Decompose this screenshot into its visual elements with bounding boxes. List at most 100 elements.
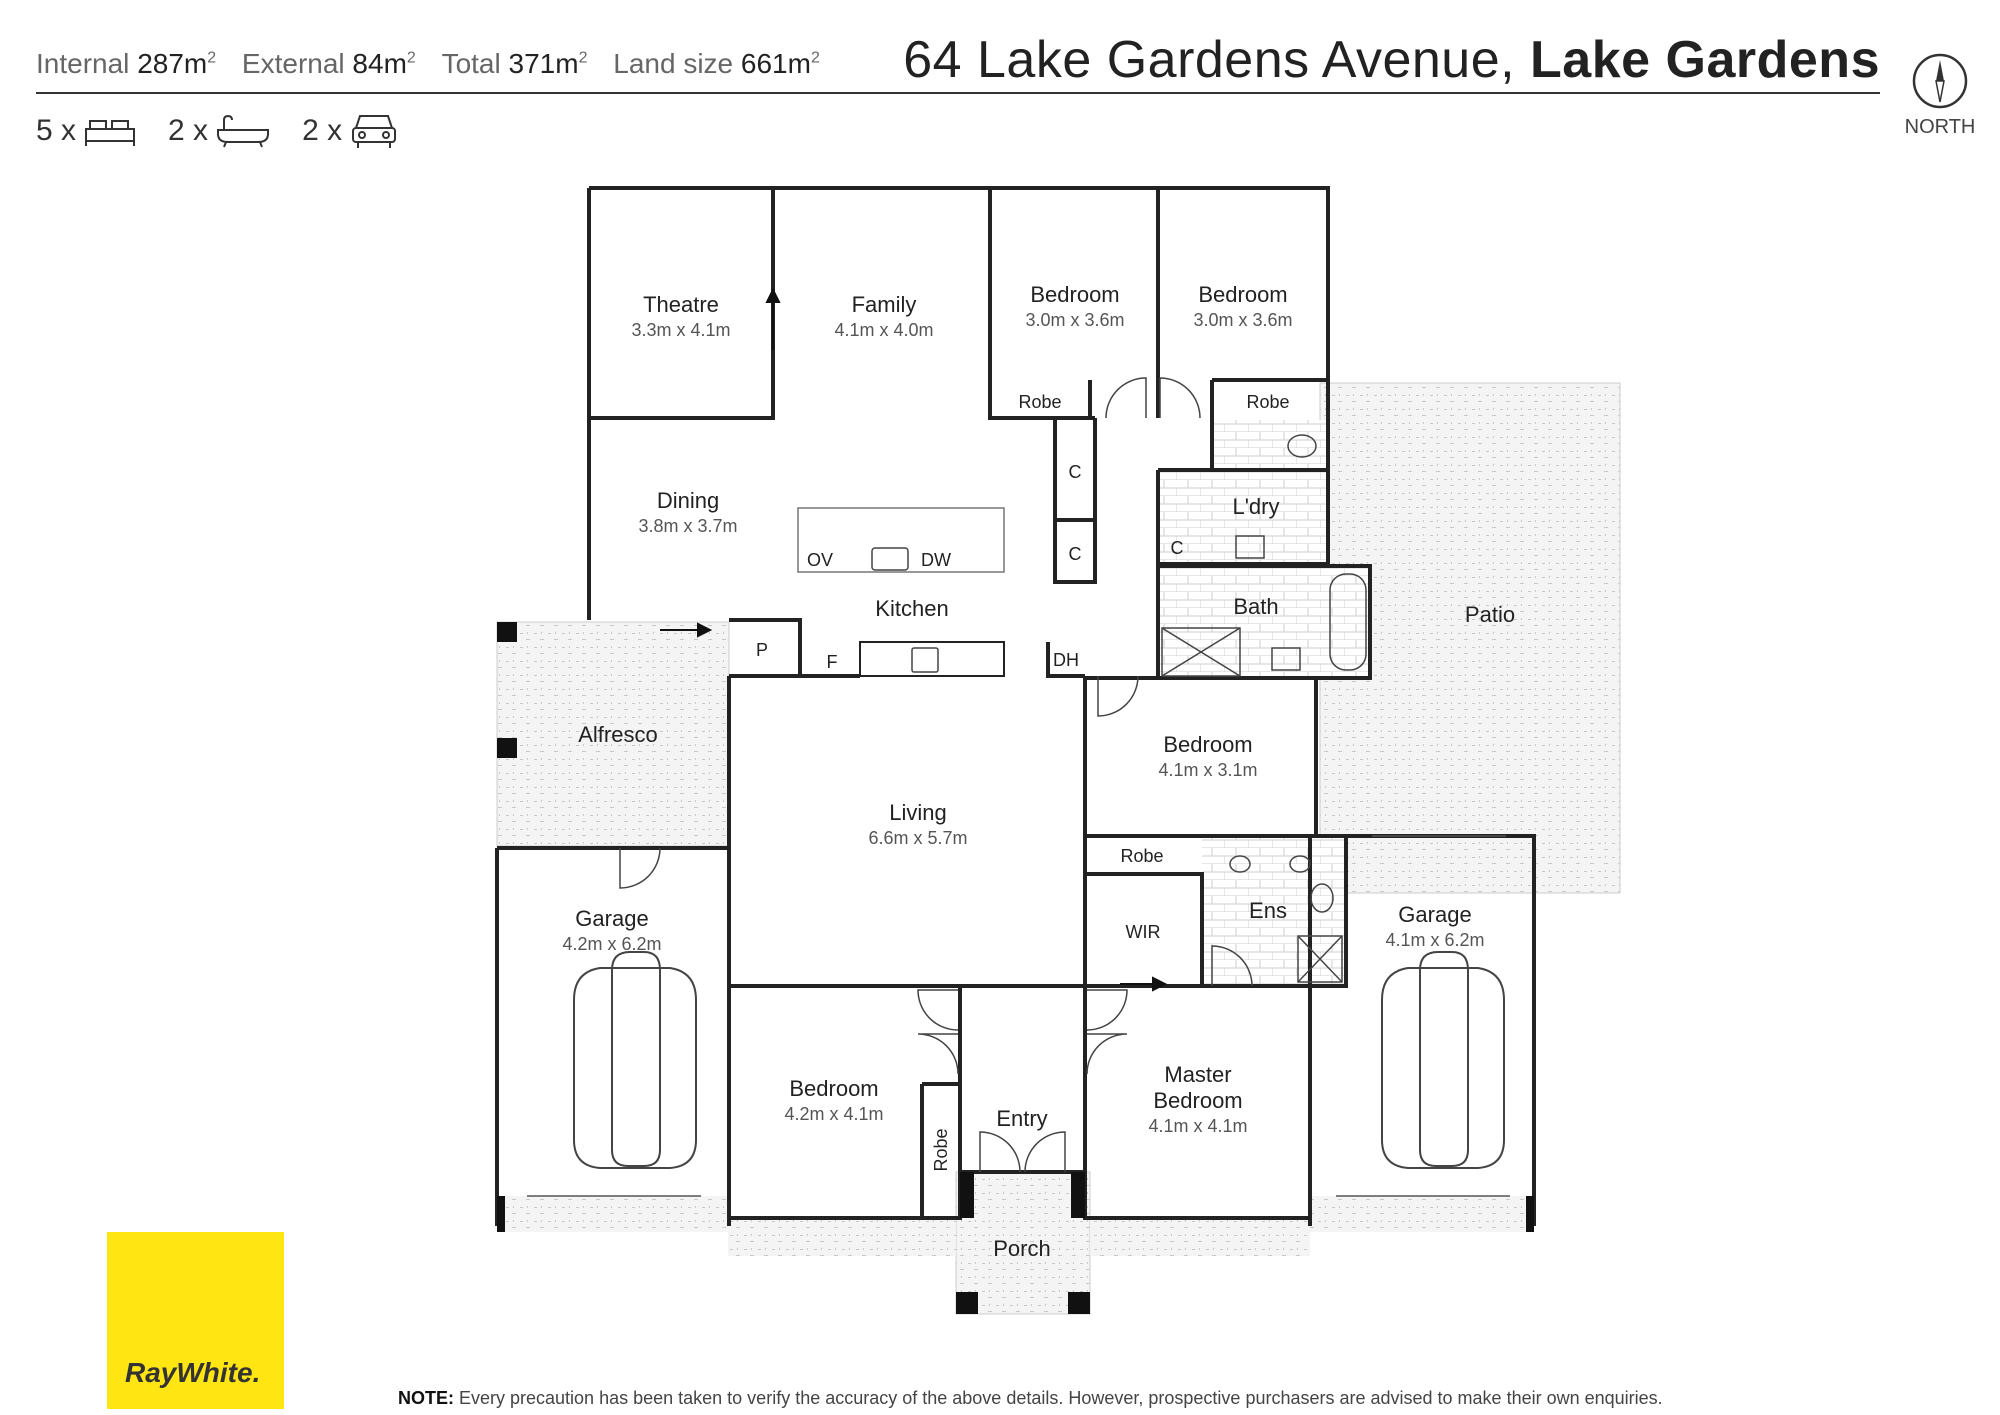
basin-icon: [1271, 647, 1301, 671]
room-dim-master: 4.1m x 4.1m: [1148, 1116, 1247, 1136]
outer-wall-top: [589, 186, 1330, 566]
pillar: [1526, 1196, 1534, 1232]
area-stats: Internal 287m2 External 84m2 Total 371m2…: [36, 48, 820, 79]
room-dim-theatre: 3.3m x 4.1m: [631, 320, 730, 340]
bed3-wall: [1085, 676, 1318, 986]
arrow-icon: [697, 622, 713, 638]
header-divider: [36, 92, 1880, 94]
pillar: [960, 1172, 974, 1218]
car-icon: [1381, 967, 1505, 1169]
bathtub-icon: [1329, 573, 1367, 671]
logo-text: RayWhite.: [125, 1357, 261, 1388]
bed-count: 5 x: [36, 114, 77, 147]
pillar: [1071, 1172, 1085, 1218]
car-icon: [573, 967, 697, 1169]
kitchen-island: [797, 507, 1005, 573]
basin-icon: [1229, 855, 1251, 873]
disclaimer-note: NOTE: Every precaution has been taken to…: [398, 1388, 1663, 1409]
laundry-tub-icon: [1235, 535, 1265, 559]
address-suburb: Lake Gardens: [1530, 31, 1880, 89]
robe-label: Robe: [1120, 846, 1163, 866]
room-name-master-1: Master: [1164, 1062, 1231, 1087]
room-dim-garage1: 4.2m x 6.2m: [562, 934, 661, 954]
north-indicator: NORTH: [1900, 52, 1980, 139]
cooktop-icon: [911, 647, 939, 673]
bed-icon: [85, 120, 136, 146]
door-swing: [1211, 945, 1253, 987]
garage1-apron: [497, 1196, 729, 1232]
basin-icon: [1289, 855, 1311, 873]
kitchen-bench: [859, 641, 1005, 677]
robe-label: Robe: [931, 1128, 951, 1171]
garage2-apron: [1310, 1196, 1534, 1232]
car-icon: [611, 951, 661, 1167]
external-value: 84m: [352, 48, 407, 79]
car-count: 2 x: [302, 114, 343, 147]
shower-icon: [1297, 935, 1343, 983]
pillar: [956, 1292, 978, 1314]
shower-icon: [1161, 627, 1241, 677]
pillar: [1068, 1292, 1090, 1314]
robe-label: Robe: [1018, 392, 1061, 412]
door-swing: [1105, 377, 1147, 419]
bath-icon: [217, 114, 270, 148]
pantry-wall: [729, 618, 802, 678]
door-swing: [917, 989, 959, 1031]
room-dim-bed3: 4.1m x 3.1m: [1158, 760, 1257, 780]
total-value: 371m: [508, 48, 579, 79]
feature-counts: 5 x 2 x 2 x: [36, 112, 418, 150]
pillar: [497, 738, 517, 758]
north-label: NORTH: [1904, 116, 1976, 138]
dh-label: DH: [1053, 650, 1079, 670]
door-swing: [979, 1131, 1021, 1173]
address-title: 64 Lake Gardens Avenue, Lake Gardens: [903, 30, 1880, 90]
dh-box: [1046, 642, 1085, 678]
car-count-group: 2 x: [302, 112, 398, 150]
alfresco-area: [496, 621, 730, 847]
land-label: Land size: [613, 48, 734, 79]
door-swing: [1024, 1131, 1066, 1173]
room-name-entry: Entry: [996, 1106, 1047, 1131]
front-paving-left: [728, 1218, 956, 1256]
ensuite-tiles: [1202, 838, 1346, 984]
bed-count-group: 5 x: [36, 114, 136, 148]
address-street: 64 Lake Gardens Avenue,: [903, 31, 1516, 89]
shower-icon: [1161, 627, 1241, 677]
room-name-living: Living: [889, 800, 946, 825]
cupboard-walls: [1053, 418, 1097, 584]
room-name-bed1: Bedroom: [1030, 282, 1119, 307]
arrow-icon: [1152, 976, 1168, 992]
sink-icon: [871, 547, 909, 571]
internal-label: Internal: [36, 48, 130, 79]
room-name-bed4: Bedroom: [789, 1076, 878, 1101]
room-name-laundry: L'dry: [1233, 494, 1280, 519]
robe2-wall: [1210, 378, 1328, 470]
room-dim-bed1: 3.0m x 3.6m: [1025, 310, 1124, 330]
room-dim-family: 4.1m x 4.0m: [834, 320, 933, 340]
compass-icon: [1912, 53, 1968, 109]
room-name-kitchen: Kitchen: [875, 596, 948, 621]
garage1-wall: [495, 846, 731, 1226]
car-icon: [352, 115, 397, 148]
wir-label: WIR: [1126, 922, 1161, 942]
bed4-wall: [729, 986, 962, 1220]
room-name-patio: Patio: [1465, 602, 1515, 627]
bed1-wall: [988, 188, 1095, 420]
laundry-tiles: [1158, 472, 1328, 564]
external-label: External: [241, 48, 345, 79]
door-swing: [917, 1033, 959, 1075]
land-value: 661m: [740, 48, 811, 79]
theatre-wall: [589, 188, 775, 420]
cupboard-label: C: [1069, 462, 1082, 482]
bath-count: 2 x: [168, 114, 209, 147]
room-name-ensuite: Ens: [1249, 898, 1287, 923]
dishwasher-label: DW: [921, 550, 951, 570]
car-icon: [1419, 951, 1469, 1167]
pillar: [497, 622, 517, 642]
room-dim-living: 6.6m x 5.7m: [868, 828, 967, 848]
note-label: NOTE:: [398, 1388, 454, 1408]
cupboard-label: C: [1069, 544, 1082, 564]
pillar: [497, 1196, 505, 1232]
room-name-theatre: Theatre: [643, 292, 719, 317]
shower-icon: [1297, 935, 1343, 983]
